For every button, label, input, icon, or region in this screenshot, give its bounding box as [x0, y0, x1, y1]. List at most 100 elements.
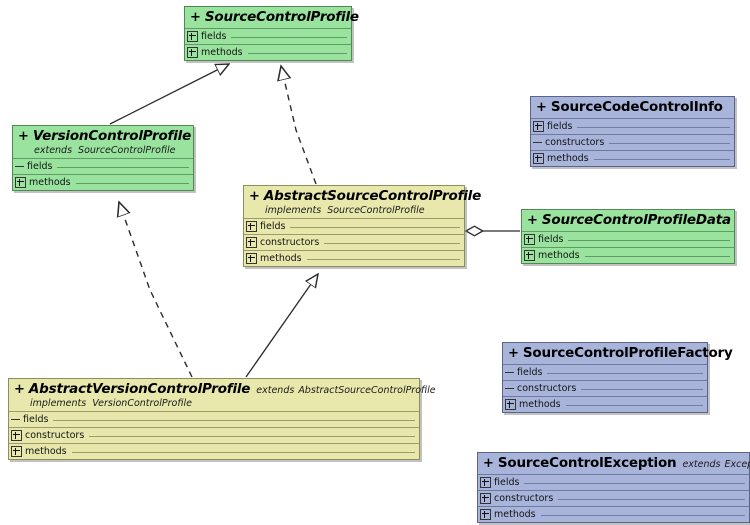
class-header: +SourceControlProfileFactory [503, 343, 733, 364]
collapsed-dash-icon [505, 384, 514, 393]
relation-keyword: extends [256, 385, 295, 396]
compartment-methods[interactable]: methods [185, 43, 351, 60]
uml-class-source-control-exception[interactable]: +SourceControlException extendsException f… [477, 452, 750, 523]
uml-class-source-code-control-info[interactable]: +SourceCodeControlInfo fields constructors… [530, 96, 735, 167]
expand-plus-icon[interactable] [480, 492, 491, 504]
class-name: AbstractVersionControlProfile [28, 381, 251, 397]
collapsed-dash-icon [505, 368, 514, 377]
expand-plus-icon[interactable] [246, 221, 257, 233]
visibility-marker: + [483, 456, 494, 471]
edge-realization-ascp-scp [281, 66, 317, 185]
compartment-rule [540, 514, 745, 516]
visibility-marker: + [527, 213, 538, 228]
class-name: SourceControlException [497, 455, 677, 471]
expand-plus-icon[interactable] [480, 508, 491, 520]
compartment-fields[interactable]: fields [244, 218, 464, 234]
compartment-label: constructors [25, 430, 85, 442]
compartment-label: methods [547, 152, 589, 164]
compartment-rule [71, 452, 415, 454]
class-header: +SourceControlException extendsException [478, 453, 750, 474]
compartment-methods[interactable]: methods [522, 246, 734, 263]
compartment-constructors[interactable]: constructors [9, 427, 419, 443]
expand-plus-icon[interactable] [11, 446, 22, 458]
compartment-label: fields [201, 30, 227, 42]
compartment-constructors[interactable]: constructors [478, 489, 749, 506]
collapsed-dash-icon [11, 415, 20, 424]
expand-plus-icon[interactable] [524, 233, 535, 245]
compartment-fields[interactable]: fields [478, 473, 749, 490]
compartment-methods[interactable]: methods [478, 505, 749, 522]
class-name: VersionControlProfile [32, 128, 192, 144]
compartment-constructors[interactable]: constructors [531, 133, 734, 150]
class-header: +SourceControlProfile [185, 7, 359, 28]
class-title-line: +SourceCodeControlInfo [536, 99, 729, 116]
compartment-methods[interactable]: methods [503, 395, 707, 412]
visibility-marker: + [18, 129, 29, 144]
compartment-rule [324, 243, 460, 245]
compartment-label: constructors [494, 492, 554, 504]
expand-plus-icon[interactable] [533, 120, 544, 132]
class-name: SourceControlProfile [204, 9, 359, 25]
expand-plus-icon[interactable] [246, 237, 257, 249]
expand-plus-icon[interactable] [533, 152, 544, 164]
visibility-marker: + [536, 100, 547, 115]
expand-plus-icon[interactable] [480, 476, 491, 488]
expand-plus-icon[interactable] [187, 30, 198, 42]
compartment-rule [306, 259, 460, 261]
compartment-fields[interactable]: fields [531, 117, 734, 134]
relation-target: Exception [724, 459, 750, 470]
compartment-fields[interactable]: fields [9, 411, 419, 427]
expand-plus-icon[interactable] [524, 249, 535, 261]
collapsed-dash-icon [15, 162, 24, 171]
compartment-methods[interactable]: methods [531, 149, 734, 166]
edge-generalization-avcp-ascp [245, 274, 318, 378]
visibility-marker: + [190, 10, 201, 25]
expand-plus-icon[interactable] [246, 253, 257, 265]
compartment-label: methods [25, 446, 67, 458]
visibility-marker: + [14, 382, 25, 397]
compartment-label: constructors [260, 237, 320, 249]
compartment-constructors[interactable]: constructors [244, 234, 464, 250]
compartment-fields[interactable]: fields [503, 363, 707, 380]
compartment-constructors[interactable]: constructors [503, 379, 707, 396]
compartment-fields[interactable]: fields [185, 27, 351, 44]
compartment-fields[interactable]: fields [13, 158, 193, 174]
compartment-methods[interactable]: methods [9, 443, 419, 459]
compartment-fields[interactable]: fields [522, 230, 734, 247]
compartment-label: constructors [545, 136, 605, 148]
expand-plus-icon[interactable] [187, 46, 198, 58]
relation-keyword: implements [30, 397, 87, 409]
relation-target: SourceControlProfile [327, 204, 425, 216]
expand-plus-icon[interactable] [15, 177, 26, 189]
compartment-rule [565, 404, 703, 406]
compartment-rule [247, 52, 347, 54]
relation-keyword: extends [682, 459, 721, 470]
class-name: SourceControlProfileFactory [522, 345, 733, 361]
expand-plus-icon[interactable] [11, 430, 22, 442]
edge-generalization-vcp-scp [109, 64, 229, 125]
compartment-methods[interactable]: methods [13, 174, 193, 190]
compartment-methods[interactable]: methods [244, 250, 464, 266]
compartment-rule [584, 255, 730, 257]
relation-keyword: implements [265, 204, 322, 216]
relation-inline-extends: extendsException [682, 459, 750, 471]
class-header: +SourceCodeControlInfo [531, 97, 734, 118]
compartment-label: methods [260, 253, 302, 265]
compartment-label: methods [494, 508, 536, 520]
compartment-label: fields [494, 476, 520, 488]
compartment-rule [593, 158, 730, 160]
expand-plus-icon[interactable] [505, 398, 516, 410]
compartment-label: fields [547, 120, 573, 132]
relation-target: AbstractSourceControlProfile [298, 385, 436, 396]
